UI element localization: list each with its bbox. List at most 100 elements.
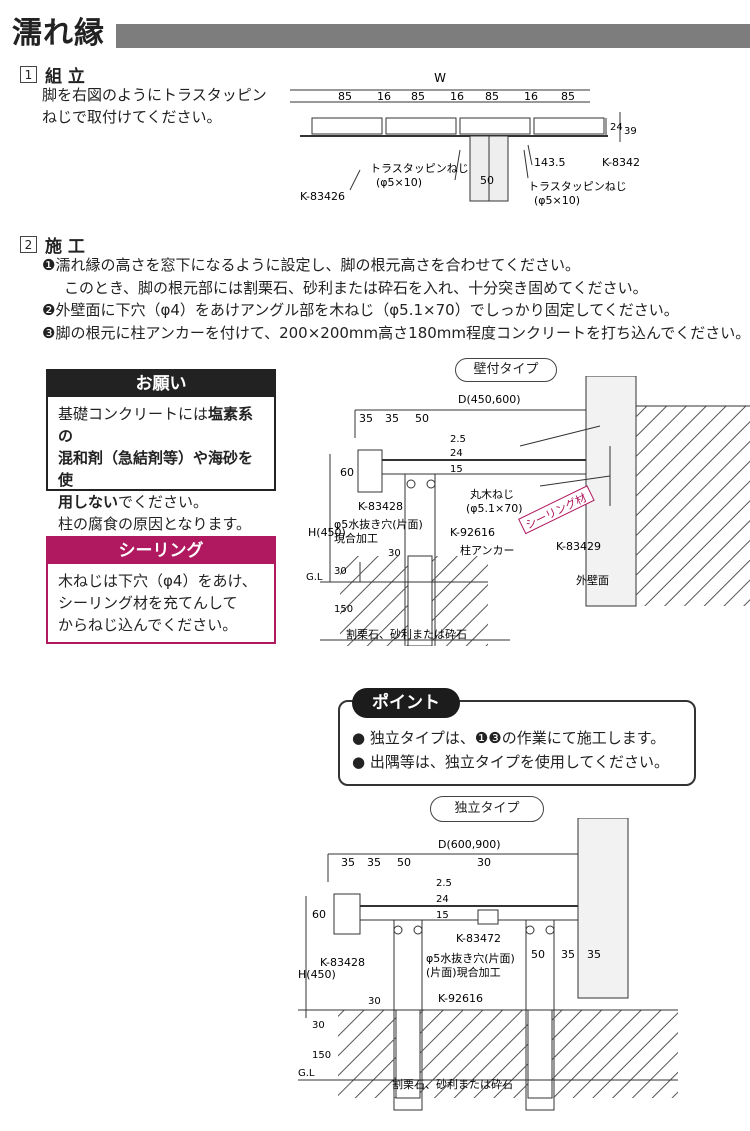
step-1-detail: このとき、脚の根元部には割栗石、砂利または砕石を入れ、十分突き固めてください。 [64,278,648,297]
dim-16b: 16 [450,90,464,103]
ind-k83472: K-83472 [456,932,501,945]
title-bar [116,24,750,48]
ind-d30: 30 [477,856,491,869]
wall-screw-a: 丸木ねじ [470,488,514,501]
request-header: お願い [48,371,274,397]
screw1-label: トラスタッピンねじ [370,162,469,175]
ind-d50: 50 [397,856,411,869]
wall-d35a: 35 [359,412,373,425]
wall-gravel: 割栗石、砂利または砕石 [346,627,467,641]
ind-d35a: 35 [341,856,355,869]
ind-r35a: 35 [561,948,575,961]
wall-seal-tag: シーリング材 [523,490,588,532]
wall-h25: 2.5 [450,434,466,445]
point-line2: ● 出隅等は、独立タイプを使用してください。 [352,753,669,771]
dim-16c: 16 [524,90,538,103]
assembly-diagram: W 85 16 85 16 85 16 85 24 39 50 143.5 K-… [290,71,640,207]
ind-gl: G.L [298,1068,315,1079]
wall-hole-b: 現合加工 [334,531,378,545]
section2-heading: 2 施 工 [20,232,85,257]
wall-type-label: 壁付タイプ [455,358,557,382]
screw2-label: トラスタッピンねじ [528,180,627,193]
wall-h150: 150 [334,604,353,615]
sealing-header: シーリング [48,538,274,564]
ind-k83428: K-83428 [320,956,365,969]
ind-h60: 60 [312,908,326,921]
request-line1a: 基礎コンクリートには [58,405,209,423]
point-line1: ● 独立タイプは、❶❸の作業にて施工します。 [352,729,666,747]
step-2: ❷外壁面に下穴（φ4）をあけアングル部を木ねじ（φ5.1×70）でしっかり固定し… [42,301,679,319]
section2-title: 施 工 [45,237,85,257]
part-k83426: K-83426 [300,190,345,203]
ind-gravel: 割栗石、砂利または砕石 [392,1077,513,1091]
section1-heading: 1 組 立 [20,62,85,87]
ind-r35b: 35 [587,948,601,961]
wall-anchor: 柱アンカー [460,543,515,557]
request-box: お願い 基礎コンクリートには塩素系の 混和剤（急結剤等）や海砂を使 用しないでく… [46,369,276,533]
request-line4: 柱の腐食の原因となります。 [58,515,252,533]
ind-hole-b: (片面)現合加工 [426,965,501,979]
dim-143: 143.5 [534,156,566,169]
request-body: 基礎コンクリートには塩素系の 混和剤（急結剤等）や海砂を使 用しないでください。… [48,397,274,541]
dim-85b: 85 [411,90,425,103]
ind-k92616: K-92616 [438,992,483,1005]
ind-d35b: 35 [367,856,381,869]
ind-hole-a: φ5水抜き穴(片面) [426,951,515,965]
wall-d35b: 35 [385,412,399,425]
section2-steps: ❶濡れ縁の高さを窓下になるように設定し、脚の根元高さを合わせてください。 このと… [42,254,750,344]
page-title: 濡れ縁 [12,16,105,51]
sealing-body: 木ねじは下穴（φ4）をあけ、 シーリング材を充てんして からねじ込んでください。 [48,564,274,642]
ind-h25: 2.5 [436,878,452,889]
ind-r50: 50 [531,948,545,961]
wall-h-label: H(450) [308,526,346,539]
dim-85d: 85 [561,90,575,103]
section2-number: 2 [20,236,37,253]
wall-screw-b: (φ5.1×70) [466,502,523,515]
section1-text: 脚を右図のようにトラスタッピン ねじで取付けてください。 [42,84,267,128]
point-label: ポイント [352,688,460,718]
wall-h15: 15 [450,464,463,475]
wall-h24: 24 [450,448,463,459]
sealing-box: シーリング 木ねじは下穴（φ4）をあけ、 シーリング材を充てんして からねじ込ん… [46,536,276,644]
sealing-line2: シーリング材を充てんして [58,594,238,612]
screw2-size: (φ5×10) [534,194,580,207]
wall-h30a: 30 [388,548,401,559]
wall-hole-a: φ5水抜き穴(片面) [334,517,423,531]
ind-h15: 15 [436,910,449,921]
wall-wall-label: 外壁面 [576,573,609,587]
point-body: ● 独立タイプは、❶❸の作業にて施工します。 ● 出隅等は、独立タイプを使用して… [352,726,669,774]
request-line2: 混和剤（急結剤等）や海砂を使 [58,449,254,489]
wall-k83428: K-83428 [358,500,403,513]
ind-h-label: H(450) [298,968,336,981]
section1-line1: 脚を右図のようにトラスタッピン [42,86,267,104]
dim-85c: 85 [485,90,499,103]
independent-type-label: 独立タイプ [430,796,544,822]
wall-k92616: K-92616 [450,526,495,539]
screw1-size: (φ5×10) [376,176,422,189]
sealing-line3: からねじ込んでください。 [58,616,238,634]
part-k83427: K-83427 [602,156,640,169]
independent-type-diagram: D(600,900) 35 35 50 30 50 35 35 60 15 24… [298,818,678,1111]
dim-24: 24 [610,122,623,133]
dim-85a: 85 [338,90,352,103]
section1-line2: ねじで取付けてください。 [42,108,222,126]
ind-h30a: 30 [368,996,381,1007]
section1-number: 1 [20,66,37,83]
wall-d50: 50 [415,412,429,425]
dim-50: 50 [480,174,494,187]
ind-h150: 150 [312,1050,331,1061]
section1-title: 組 立 [45,67,85,87]
wall-h60: 60 [340,466,354,479]
ind-h24: 24 [436,894,449,905]
request-line3a: 用しない [58,493,119,511]
ind-d-label: D(600,900) [438,838,501,851]
wall-h30b: 30 [334,566,347,577]
ind-h30b: 30 [312,1020,325,1031]
step-1: ❶濡れ縁の高さを窓下になるように設定し、脚の根元高さを合わせてください。 [42,256,581,274]
sealing-line1: 木ねじは下穴（φ4）をあけ、 [58,572,257,590]
wall-gl: G.L [306,572,323,583]
wall-d-label: D(450,600) [458,393,521,406]
wall-k83429: K-83429 [556,540,601,553]
wall-type-diagram: D(450,600) 35 35 50 60 15 24 2.5 H(450) … [306,376,750,646]
request-line1b: 塩素系の [58,405,254,445]
